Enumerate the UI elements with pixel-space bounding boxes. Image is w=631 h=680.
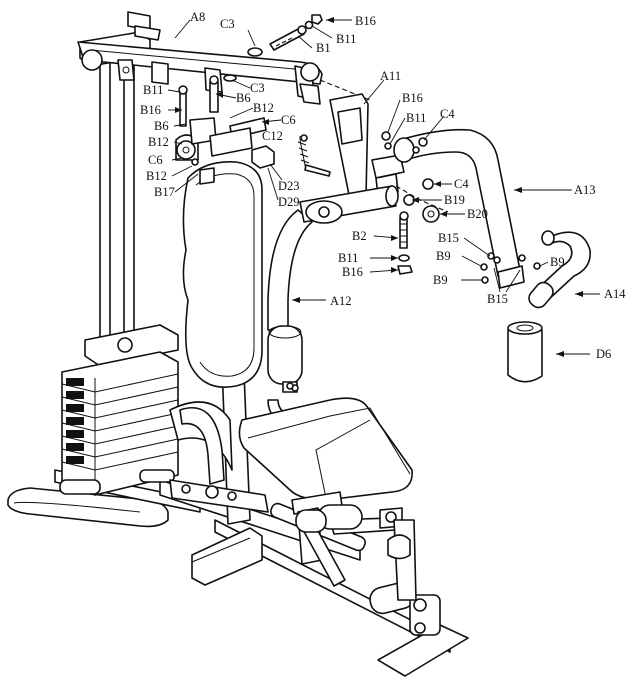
label-B9-c: B9 bbox=[550, 255, 565, 269]
small-hardware-B9-B15 bbox=[480, 252, 541, 284]
top-beam-A8 bbox=[77, 11, 323, 105]
bolt-B2 bbox=[397, 211, 413, 275]
label-B12-a: B12 bbox=[253, 101, 274, 115]
label-D29: D29 bbox=[278, 195, 300, 209]
label-B16-left: B16 bbox=[140, 103, 161, 117]
label-B17: B17 bbox=[154, 185, 175, 199]
backrest-pad bbox=[182, 161, 263, 388]
label-B11-lower: B11 bbox=[338, 251, 358, 265]
label-B6-a: B6 bbox=[236, 91, 251, 105]
label-B16-lower: B16 bbox=[342, 265, 363, 279]
label-B9-b: B9 bbox=[433, 273, 448, 287]
leader-lines bbox=[167, 17, 600, 357]
label-B6-b: B6 bbox=[154, 119, 169, 133]
label-C4-b: C4 bbox=[454, 177, 469, 191]
label-C3-mid: C3 bbox=[250, 81, 265, 95]
label-C3-top: C3 bbox=[220, 17, 235, 31]
label-B16-top: B16 bbox=[355, 14, 376, 28]
label-B15-b: B15 bbox=[487, 292, 508, 306]
weight-stack-tower bbox=[59, 31, 179, 496]
label-B11-left: B11 bbox=[143, 83, 163, 97]
label-B2: B2 bbox=[352, 229, 367, 243]
label-B12-c: B12 bbox=[146, 169, 167, 183]
label-C6-b: C6 bbox=[148, 153, 163, 167]
label-A14: A14 bbox=[604, 287, 626, 301]
label-B11-top: B11 bbox=[336, 32, 356, 46]
label-B20: B20 bbox=[467, 207, 488, 221]
label-A12: A12 bbox=[330, 294, 352, 308]
label-C4-a: C4 bbox=[440, 107, 455, 121]
label-B19: B19 bbox=[444, 193, 465, 207]
label-B12-b: B12 bbox=[148, 135, 169, 149]
label-D6: D6 bbox=[596, 347, 611, 361]
press-arm-A12 bbox=[267, 185, 399, 393]
label-A13: A13 bbox=[574, 183, 596, 197]
top-hardware bbox=[175, 14, 331, 177]
label-A8: A8 bbox=[190, 10, 205, 24]
arm-tube-A13 bbox=[393, 128, 526, 289]
label-B1: B1 bbox=[316, 41, 331, 55]
label-B16-right: B16 bbox=[402, 91, 423, 105]
seat-assembly bbox=[238, 397, 417, 601]
pivot-assembly-A11 bbox=[319, 79, 405, 201]
weight-plates bbox=[61, 351, 179, 496]
sleeve-D6 bbox=[507, 321, 543, 383]
label-B15-a: B15 bbox=[438, 231, 459, 245]
label-B11-right: B11 bbox=[406, 111, 426, 125]
part-labels: A8 C3 B16 B11 B1 A11 B11 C3 B16 B6 B12 B… bbox=[140, 10, 626, 361]
label-B9-a: B9 bbox=[436, 249, 451, 263]
label-D23: D23 bbox=[278, 179, 300, 193]
label-C12: C12 bbox=[262, 129, 283, 143]
label-A11: A11 bbox=[380, 69, 401, 83]
handle-A14 bbox=[528, 230, 591, 309]
label-C6-a: C6 bbox=[281, 113, 296, 127]
